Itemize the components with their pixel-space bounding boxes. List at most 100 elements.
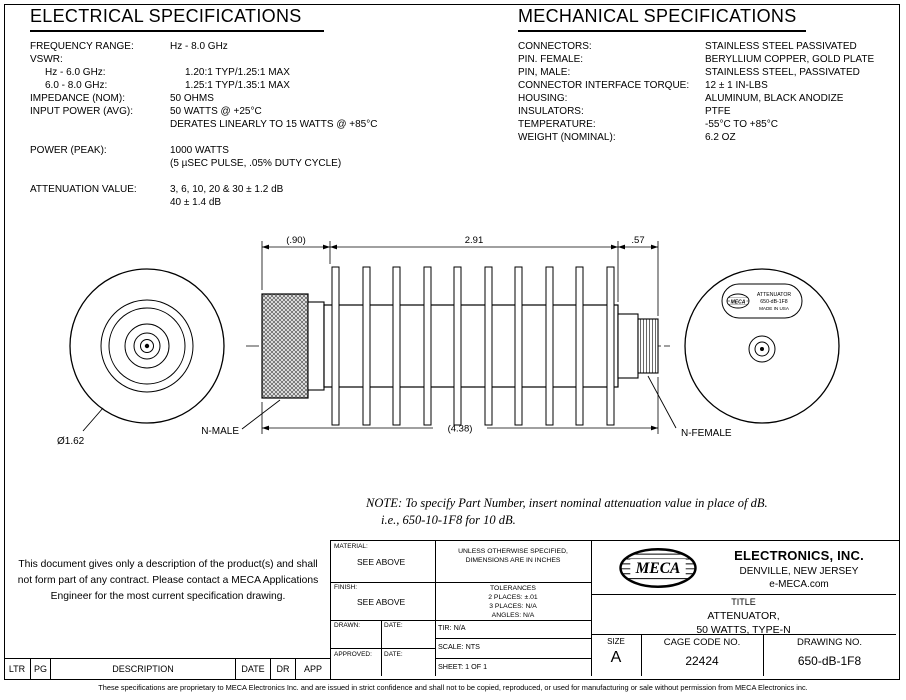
material-label: MATERIAL: (334, 543, 368, 550)
dim-right-length: .57 (631, 235, 644, 246)
spec-row: ATTENUATION VALUE:3, 6, 10, 20 & 30 ± 1.… (30, 183, 377, 196)
spec-label: HOUSING: (518, 93, 568, 104)
spec-row: CONNECTOR INTERFACE TORQUE: 12 ± 1 IN-LBS (518, 79, 874, 92)
spec-row: FREQUENCY RANGE:Hz - 8.0 GHz (30, 40, 377, 53)
spec-value: 40 ± 1.4 dB (170, 197, 222, 208)
diameter-dimension: Ø1.62 (57, 436, 85, 447)
device-title-line1: ATTENUATOR, (707, 610, 780, 622)
spec-row: CONNECTORS:STAINLESS STEEL PASSIVATED (518, 40, 874, 53)
spec-row: (5 µSEC PULSE, .05% DUTY CYCLE) (30, 157, 377, 170)
spec-label (30, 157, 170, 170)
spec-row: IMPEDANCE (NOM): 50 OHMS (30, 92, 377, 105)
revision-header-app: APP (303, 664, 322, 674)
tolerance-2places: 2 PLACES: ±.01 (488, 594, 538, 601)
grid-line (381, 620, 382, 676)
device-label-text: ATTENUATOR 650-dB-1F8 MADE IN USA (757, 292, 792, 311)
spec-label (30, 118, 170, 131)
spec-label: IMPEDANCE (NOM): (30, 93, 125, 104)
spec-row: 6.0 - 8.0 GHz: 1.25:1 TYP/1.35:1 MAX (30, 79, 377, 92)
revision-header-ltr: LTR (4, 659, 31, 679)
mechanical-specifications-title: MECHANICAL SPECIFICATIONS (518, 6, 806, 32)
spec-label: WEIGHT (NOMINAL): (518, 132, 616, 143)
n-male-label: N-MALE (201, 426, 239, 437)
svg-text:ATTENUATOR: ATTENUATOR (757, 292, 792, 298)
spec-label: CONNECTOR INTERFACE TORQUE: (518, 80, 690, 91)
size-value: A (610, 649, 622, 666)
svg-text:650-dB-1F8: 650-dB-1F8 (760, 299, 788, 305)
title-block: MATERIAL: SEE ABOVE FINISH: SEE ABOVE DR… (330, 540, 900, 680)
spec-label: PIN. FEMALE: (518, 54, 584, 65)
company-name: ELECTRONICS, INC. (734, 548, 864, 563)
electrical-specifications-section: ELECTRICAL SPECIFICATIONS FREQUENCY RANG… (30, 6, 377, 209)
dim-body-length: 2.91 (465, 235, 484, 246)
spec-row: WEIGHT (NOMINAL):6.2 OZ (518, 131, 874, 144)
spec-label: PIN, MALE: (518, 67, 571, 78)
company-website: e-MECA.com (769, 579, 829, 590)
spec-row: PIN. FEMALE:BERYLLIUM COPPER, GOLD PLATE (518, 53, 874, 66)
scale-value: SCALE: NTS (438, 642, 480, 651)
proprietary-footer: These specifications are proprietary to … (98, 683, 808, 692)
drawing-number-label: DRAWING NO. (796, 637, 863, 648)
part-number-note-line1: NOTE: To specify Part Number, insert nom… (366, 496, 768, 510)
meca-logo-text: MECA (635, 560, 681, 577)
spec-value: 1.25:1 TYP/1.35:1 MAX (185, 80, 290, 91)
grid-line (331, 648, 435, 649)
spec-label (30, 196, 170, 209)
grid-line (331, 620, 591, 621)
connector-step (307, 301, 325, 391)
side-view (261, 266, 659, 426)
spec-value: 1.20:1 TYP/1.25:1 MAX (185, 67, 290, 78)
spec-label: CONNECTORS: (518, 41, 592, 52)
n-male-end-view (69, 268, 225, 424)
spec-value: ALUMINUM, BLACK ANODIZE (705, 93, 844, 104)
electrical-spec-rows: FREQUENCY RANGE:Hz - 8.0 GHz VSWR: Hz - … (30, 40, 377, 209)
spec-label: Hz - 6.0 GHz: (45, 67, 106, 78)
tolerance-angles: ANGLES: N/A (491, 612, 535, 619)
grid-line (331, 582, 591, 583)
tolerance-3places: 3 PLACES: N/A (489, 603, 537, 610)
spec-value: PTFE (705, 106, 731, 117)
grid-line (435, 638, 591, 639)
grid-line (435, 541, 436, 676)
spec-value: (5 µSEC PULSE, .05% DUTY CYCLE) (170, 158, 342, 169)
meca-logo: MECA (617, 546, 699, 595)
spec-label: FREQUENCY RANGE: (30, 41, 134, 52)
dim-overall-length: (4.38) (448, 424, 473, 435)
tolerances-title: TOLERANCES (490, 585, 536, 592)
drawing-number-cell: DRAWING NO. 650-dB-1F8 (763, 637, 896, 668)
mechanical-spec-rows: CONNECTORS:STAINLESS STEEL PASSIVATED PI… (518, 40, 874, 144)
meca-logo-small-text: MECA (731, 299, 746, 305)
spec-row: INSULATORS: PTFE (518, 105, 874, 118)
company-info: ELECTRONICS, INC. DENVILLE, NEW JERSEY e… (703, 548, 895, 590)
spec-label: VSWR: (30, 54, 63, 65)
approved-label: APPROVED: (334, 651, 372, 658)
device-label-plate (721, 283, 803, 319)
n-female-label: N-FEMALE (681, 428, 732, 439)
spec-row: POWER (PEAK):1000 WATTS (30, 144, 377, 157)
spec-label: INSULATORS: (518, 106, 584, 117)
drawing-number-value: 650-dB-1F8 (797, 654, 862, 668)
spec-value: 50 OHMS (170, 93, 214, 104)
cage-code-label: CAGE CODE NO. (663, 637, 741, 648)
sheet-value: SHEET: 1 OF 1 (438, 662, 488, 671)
grid-line (591, 594, 896, 595)
tir-value: TIR: N/A (438, 623, 466, 632)
spec-label: ATTENUATION VALUE: (30, 184, 137, 195)
heat-sink-fins (331, 266, 615, 426)
dimensions: (.90) 2.91 .57 (4.38) (261, 235, 659, 435)
finish-label: FINISH: (334, 584, 358, 591)
revision-header-pg: PG (31, 659, 51, 679)
title-cell: TITLE ATTENUATOR, 50 WATTS, TYPE-N (591, 597, 896, 636)
grid-line (435, 658, 591, 659)
diameter-leader-line (82, 407, 104, 432)
svg-text:MADE IN USA: MADE IN USA (759, 306, 790, 311)
material-value: SEE ABOVE (357, 557, 406, 567)
spec-value: 12 ± 1 IN-LBS (705, 80, 768, 91)
revision-header-dr: DR (271, 659, 296, 679)
spec-row: VSWR: (30, 53, 377, 66)
technical-drawing: Ø1.62 (57, 235, 840, 447)
tolerances-cell: TOLERANCES 2 PLACES: ±.01 3 PLACES: N/A … (437, 584, 589, 620)
spec-label: POWER (PEAK): (30, 145, 107, 156)
spec-label: 6.0 - 8.0 GHz: (45, 80, 108, 91)
electrical-specifications-title: ELECTRICAL SPECIFICATIONS (30, 6, 324, 32)
